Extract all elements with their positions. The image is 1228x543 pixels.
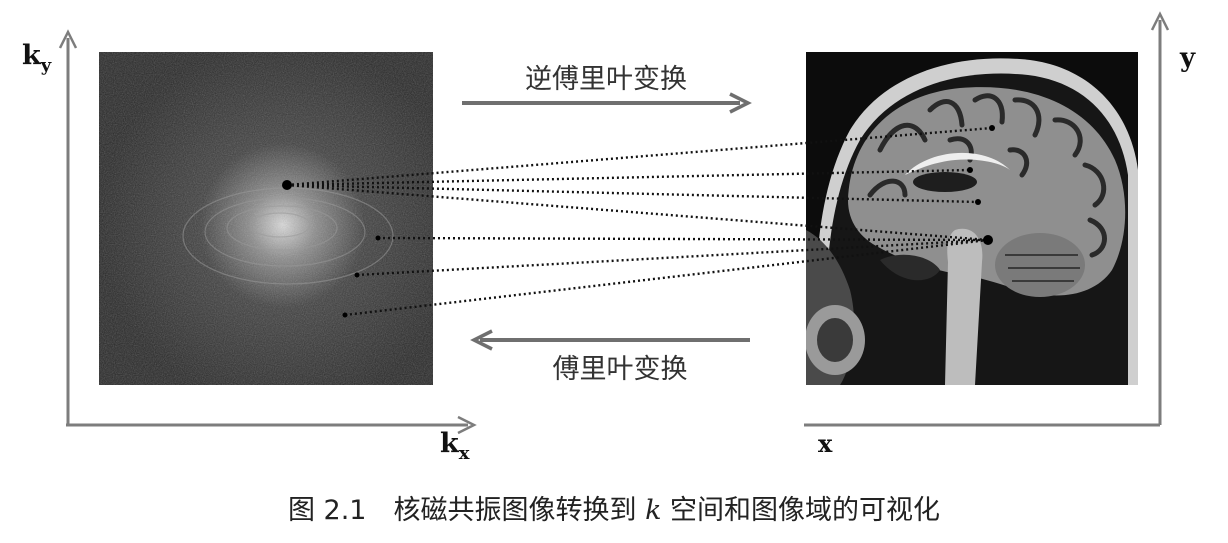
- k-space-image: [99, 52, 433, 385]
- correspondence-line: [286, 168, 971, 187]
- image-point: [983, 235, 993, 245]
- kx-axis-label: kx: [440, 428, 470, 464]
- kspace-point: [375, 235, 381, 241]
- kspace-axes: [58, 29, 477, 435]
- correspondence-line: [377, 236, 989, 242]
- correspondence-lines: [286, 126, 993, 317]
- mri-sagittal-brain-image: [806, 52, 1138, 385]
- correspondence-line: [286, 183, 989, 242]
- image-point: [967, 167, 973, 173]
- caption-prefix: 图 2.1 核磁共振图像转换到: [287, 495, 646, 526]
- correspondence-points: [282, 125, 995, 318]
- kspace-point: [282, 180, 292, 190]
- inverse-fourier-arrow: [462, 92, 752, 114]
- image-point: [975, 199, 981, 205]
- fourier-arrow: [470, 329, 750, 351]
- image-point: [989, 125, 995, 131]
- figure-caption: 图 2.1 核磁共振图像转换到 k 空间和图像域的可视化: [0, 488, 1228, 527]
- inverse-fourier-label: 逆傅里叶变换: [525, 64, 687, 95]
- caption-k-symbol: k: [645, 495, 662, 526]
- ky-axis-label: ky: [22, 40, 52, 76]
- correspondence-line: [286, 183, 979, 204]
- y-axis-label: y: [1179, 43, 1196, 73]
- correspondence-line: [356, 238, 989, 277]
- fourier-label: 傅里叶变换: [553, 354, 688, 385]
- caption-suffix: 空间和图像域的可视化: [661, 495, 941, 526]
- kspace-point: [342, 312, 348, 318]
- image-axes: [804, 11, 1170, 427]
- x-axis-label: x: [818, 429, 833, 458]
- kspace-point: [354, 272, 360, 278]
